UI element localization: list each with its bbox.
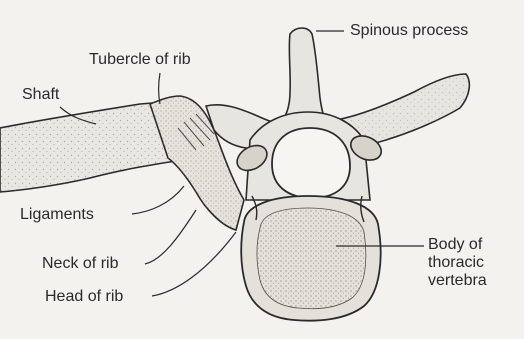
label-body-line-2: thoracic: [428, 254, 520, 272]
label-body-of-thoracic-vertebra: Body of thoracic vertebra: [428, 236, 520, 290]
label-ligaments: Ligaments: [20, 206, 94, 224]
leader-head: [152, 232, 236, 296]
label-tubercle-of-rib: Tubercle of rib: [89, 51, 191, 69]
label-spinous-process: Spinous process: [350, 22, 468, 40]
vertebral-foramen: [272, 128, 350, 198]
leader-neck: [145, 210, 196, 264]
label-body-line-1: Body of: [428, 236, 520, 254]
label-neck-of-rib: Neck of rib: [42, 255, 118, 273]
label-head-of-rib: Head of rib: [45, 288, 123, 306]
leader-ligaments: [132, 186, 184, 214]
vertebral-body-inner: [257, 208, 366, 309]
label-body-line-3: vertebra: [428, 272, 520, 290]
label-shaft: Shaft: [22, 86, 59, 104]
leader-tubercle: [159, 73, 161, 104]
